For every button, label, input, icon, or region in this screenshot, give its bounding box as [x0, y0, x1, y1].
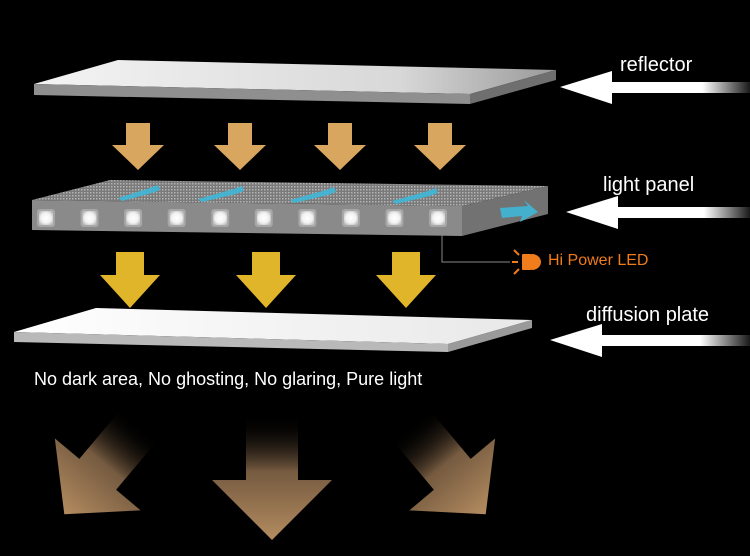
led-chip — [256, 211, 271, 225]
flow-streak — [392, 188, 438, 204]
panel-to-diffusion-arrows — [100, 252, 436, 308]
caption-text: No dark area, No ghosting, No glaring, P… — [34, 369, 423, 389]
side-arrow-reflector — [560, 71, 750, 104]
down-arrow-4 — [414, 123, 466, 170]
down-arrow-6 — [236, 252, 296, 308]
led-chip — [169, 211, 184, 225]
led-chip — [431, 211, 445, 225]
output-arrow-center — [212, 415, 332, 540]
light-flow-streaks — [118, 185, 538, 222]
diffusion-plate-label: diffusion plate — [586, 304, 710, 326]
flow-arrowhead — [500, 200, 538, 222]
led-row — [37, 209, 447, 227]
led-chip — [300, 211, 315, 225]
output-arrow-right — [392, 409, 496, 515]
side-arrow-panel — [566, 196, 750, 229]
down-arrow-3 — [314, 123, 366, 170]
diffusion-plate — [14, 308, 532, 352]
down-arrow-7 — [376, 252, 436, 308]
reflector-to-panel-arrows — [112, 123, 466, 170]
reflector-sheet — [34, 60, 556, 104]
hi-power-led-label: Hi Power LED — [548, 252, 649, 269]
flow-streak — [198, 186, 244, 202]
flow-streak — [290, 187, 336, 203]
led-chip — [82, 211, 97, 225]
led-chip — [387, 211, 402, 225]
light-panel-label: light panel — [603, 174, 695, 196]
light-panel — [32, 180, 548, 236]
led-chip — [39, 211, 53, 225]
side-arrows — [550, 71, 750, 357]
down-arrow-2 — [214, 123, 266, 170]
output-arrows — [54, 409, 496, 540]
led-chip — [126, 211, 141, 225]
led-icon — [512, 249, 541, 275]
down-arrow-1 — [112, 123, 164, 170]
reflector-label: reflector — [620, 54, 693, 76]
down-arrow-5 — [100, 252, 160, 308]
led-chip — [343, 211, 358, 225]
led-chip — [213, 211, 228, 225]
led-pointer — [441, 232, 541, 275]
flow-streak — [118, 185, 160, 201]
side-arrow-diffusion — [550, 324, 750, 357]
output-arrow-left — [54, 409, 158, 515]
